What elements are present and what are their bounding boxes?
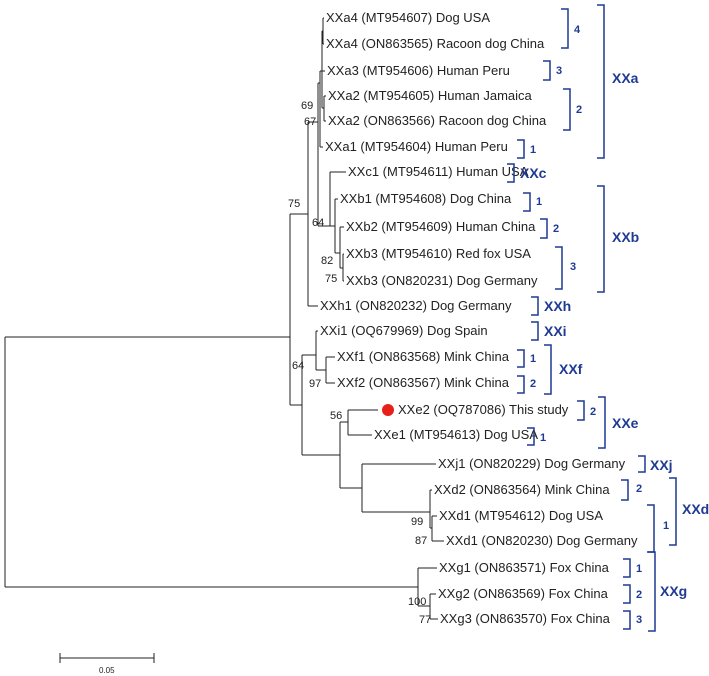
subgroup-label: 2 — [530, 378, 536, 390]
tree-branches — [4, 17, 444, 620]
bootstrap-100: 100 — [408, 596, 426, 608]
bootstrap-97: 97 — [309, 378, 321, 390]
clade-label-xxb: XXb — [612, 229, 639, 245]
clade-label-xxj: XXj — [650, 457, 673, 473]
subgroup-label: 3 — [636, 614, 642, 626]
bootstrap-87: 87 — [415, 535, 427, 547]
bootstrap-75: 75 — [288, 198, 300, 210]
leaf-label: XXa3 (MT954606) Human Peru — [327, 63, 510, 78]
bootstrap-67: 67 — [304, 116, 316, 128]
leaf-label: XXe1 (MT954613) Dog USA — [374, 427, 538, 442]
leaf-label: XXd2 (ON863564) Mink China — [434, 482, 610, 497]
leaf-label: XXa2 (MT954605) Human Jamaica — [328, 88, 533, 103]
leaf-label: XXa4 (MT954607) Dog USA — [326, 10, 490, 25]
bootstrap-64: 64 — [292, 360, 304, 372]
leaf-label: XXb1 (MT954608) Dog China — [340, 191, 512, 206]
bootstrap-56: 56 — [330, 410, 342, 422]
clade-label-xxi: XXi — [544, 323, 567, 339]
clade-label-xxa: XXa — [612, 70, 639, 86]
leaf-label: XXa1 (MT954604) Human Peru — [325, 139, 508, 154]
leaf-label: XXi1 (OQ679969) Dog Spain — [320, 323, 488, 338]
bootstrap-64: 64 — [312, 217, 324, 229]
leaf-label: XXg2 (ON863569) Fox China — [438, 586, 609, 601]
leaf-label: XXd1 (ON820230) Dog Germany — [446, 533, 638, 548]
leaf-label: XXj1 (ON820229) Dog Germany — [438, 456, 626, 471]
leaf-label: XXa2 (ON863566) Racoon dog China — [328, 113, 547, 128]
leaf-label: XXh1 (ON820232) Dog Germany — [320, 298, 512, 313]
bootstrap-99: 99 — [411, 516, 423, 528]
subgroup-label: 1 — [540, 432, 546, 444]
subgroup-label: 1 — [663, 520, 669, 532]
leaf-label: XXg1 (ON863571) Fox China — [439, 560, 610, 575]
subgroup-label: 2 — [553, 223, 559, 235]
leaf-label: XXd1 (MT954612) Dog USA — [439, 508, 603, 523]
leaf-label: XXb2 (MT954609) Human China — [346, 219, 536, 234]
leaf-label: XXc1 (MT954611) Human USA — [348, 164, 529, 179]
clade-label-xxc: XXc — [520, 165, 547, 181]
subgroup-label: 2 — [636, 483, 642, 495]
this-study-marker-icon — [382, 404, 394, 416]
scale-bar-label: 0.05 — [99, 666, 115, 675]
leaf-label: XXb3 (MT954610) Red fox USA — [346, 246, 531, 261]
subgroup-label: 4 — [574, 24, 581, 36]
bootstrap-82: 82 — [321, 255, 333, 267]
bootstrap-69: 69 — [301, 100, 313, 112]
clade-label-xxd: XXd — [682, 501, 709, 517]
subgroup-label: 3 — [570, 261, 576, 273]
clade-label-xxh: XXh — [544, 298, 571, 314]
leaf-label: XXg3 (ON863570) Fox China — [440, 611, 611, 626]
clade-label-xxe: XXe — [612, 415, 639, 431]
scale-bar: 0.05 — [59, 653, 155, 675]
subgroup-label: 3 — [556, 65, 562, 77]
leaf-label: XXf2 (ON863567) Mink China — [337, 375, 510, 390]
clade-label-xxg: XXg — [660, 583, 687, 599]
leaf-label: XXa4 (ON863565) Racoon dog China — [326, 36, 545, 51]
subgroup-label: 2 — [590, 406, 596, 418]
leaf-labels: XXa4 (MT954607) Dog USA XXa4 (ON863565) … — [320, 10, 638, 626]
subgroup-brackets: 4 3 2 1 1 2 3 1 2 2 1 2 1 1 2 3 — [517, 8, 669, 630]
subgroup-label: 1 — [530, 353, 536, 365]
subgroup-label: 2 — [576, 104, 582, 116]
bootstrap-77: 77 — [419, 614, 431, 626]
clade-label-xxf: XXf — [559, 361, 583, 377]
subgroup-label: 1 — [636, 563, 642, 575]
bootstrap-75: 75 — [325, 273, 337, 285]
bootstrap-values: 69 67 75 64 82 75 64 97 56 99 87 100 77 — [288, 100, 431, 626]
subgroup-label: 2 — [636, 589, 642, 601]
leaf-label: XXe2 (OQ787086) This study — [398, 402, 569, 417]
clade-brackets: XXa XXc XXb XXh XXi XXf XXe XXj XXd XXg — [507, 4, 709, 632]
subgroup-label: 1 — [530, 144, 536, 156]
leaf-label: XXf1 (ON863568) Mink China — [337, 349, 510, 364]
subgroup-label: 1 — [536, 196, 542, 208]
leaf-label: XXb3 (ON820231) Dog Germany — [346, 273, 538, 288]
